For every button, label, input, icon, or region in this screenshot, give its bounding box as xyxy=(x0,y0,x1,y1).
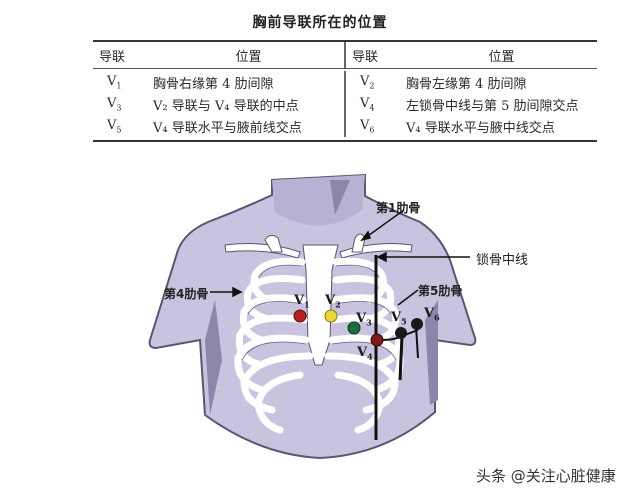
position-cell: 胸骨左缘第 4 肋间隙 xyxy=(406,76,527,92)
label-v4: V4 xyxy=(357,345,373,362)
electrode-v4 xyxy=(370,333,384,347)
electrode-v5 xyxy=(395,327,407,339)
table-row: V3 V₂ 导联与 V₄ 导联的中点 V4 左锁骨中线与第 5 肋间隙交点 xyxy=(93,93,597,115)
electrode-v3 xyxy=(347,321,361,335)
label-v1: V1 xyxy=(294,293,310,310)
position-cell: V₄ 导联水平与腋中线交点 xyxy=(406,120,555,136)
lead-cell: V3 xyxy=(107,95,122,113)
header-position: 位置 xyxy=(488,49,515,65)
label-v3: V3 xyxy=(356,311,372,328)
label-v2: V2 xyxy=(325,293,341,310)
lead-cell: V1 xyxy=(107,73,122,91)
label-rib5: 第5肋骨 xyxy=(418,284,463,298)
position-cell: V₂ 导联与 V₄ 导联的中点 xyxy=(153,98,299,114)
lead-cell: V4 xyxy=(360,95,375,113)
header-lead: 导联 xyxy=(352,49,379,65)
label-v5: V5 xyxy=(391,310,407,327)
label-v6: V6 xyxy=(424,306,440,323)
table-header: 导联 位置 导联 位置 xyxy=(93,42,597,69)
position-cell: 胸骨右缘第 4 肋间隙 xyxy=(153,76,274,92)
lead-cell: V2 xyxy=(360,73,375,91)
watermark: 头条 @关注心脏健康 xyxy=(476,467,616,485)
label-midclavicular: 锁骨中线 xyxy=(476,253,529,268)
lead-cell: V6 xyxy=(360,117,375,135)
label-rib4: 第4肋骨 xyxy=(164,287,209,301)
table-row: V1 胸骨右缘第 4 肋间隙 V2 胸骨左缘第 4 肋间隙 xyxy=(93,71,597,93)
clavicle-left xyxy=(224,243,301,259)
electrode-v2 xyxy=(324,309,338,323)
electrode-v6 xyxy=(411,318,423,330)
electrode-v1 xyxy=(293,309,307,323)
page-title: 胸前导联所在的位置 xyxy=(252,15,388,31)
header-position: 位置 xyxy=(235,49,262,65)
table-row: V5 V₄ 导联水平与腋前线交点 V6 V₄ 导联水平与腋中线交点 xyxy=(93,115,597,137)
label-rib1: 第1肋骨 xyxy=(376,201,421,215)
header-lead: 导联 xyxy=(99,49,126,65)
position-cell: V₄ 导联水平与腋前线交点 xyxy=(153,120,302,136)
sternum xyxy=(302,244,339,366)
lead-position-table: 导联 位置 导联 位置 V1 胸骨右缘第 4 肋间隙 V2 胸骨左缘第 4 肋间… xyxy=(93,40,597,142)
lead-cell: V5 xyxy=(107,117,122,135)
position-cell: 左锁骨中线与第 5 肋间隙交点 xyxy=(406,98,579,114)
